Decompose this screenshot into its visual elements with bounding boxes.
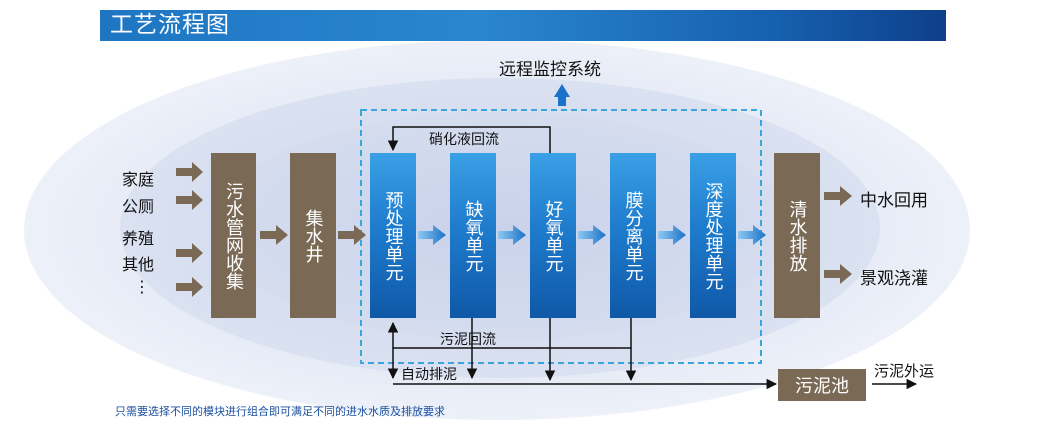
sump-box: 集水井 bbox=[290, 153, 336, 318]
page-title: 工艺流程图 bbox=[110, 12, 230, 38]
pretreat-unit-box: 预处理单元 bbox=[370, 153, 416, 318]
arrow-aerobic-to-membrane bbox=[578, 225, 606, 245]
sludge-pool-box: 污泥池 bbox=[778, 369, 866, 401]
source-arrow-farm bbox=[176, 243, 203, 263]
arrow-collection-to-sump bbox=[260, 225, 288, 245]
advanced-unit-box: 深度处理单元 bbox=[690, 153, 736, 318]
source-arrow-other bbox=[176, 277, 203, 297]
anoxic-label: 缺氧单元 bbox=[462, 199, 484, 272]
sludge-return-line bbox=[387, 318, 632, 349]
arrow-pretreat-to-anoxic bbox=[418, 225, 446, 245]
source-more-ellipsis: ⋮ bbox=[134, 277, 150, 296]
membrane-label: 膜分离单元 bbox=[622, 190, 644, 281]
source-arrow-toilet bbox=[176, 190, 203, 210]
discharge-box: 清水排放 bbox=[774, 153, 820, 318]
remote-monitoring-label: 远程监控系统 bbox=[499, 60, 601, 80]
source-arrow-home bbox=[176, 162, 203, 182]
arrow-to-reuse bbox=[824, 186, 852, 206]
collection-box: 污水管网收集 bbox=[211, 153, 256, 318]
source-other: 其他 bbox=[122, 255, 155, 274]
source-farm: 养殖 bbox=[122, 229, 155, 248]
nitrate-return-line bbox=[387, 126, 551, 153]
arrow-advanced-to-discharge bbox=[738, 225, 766, 245]
title-bar: 工艺流程图 bbox=[100, 10, 946, 41]
aerobic-unit-box: 好氧单元 bbox=[530, 153, 576, 318]
aerobic-label: 好氧单元 bbox=[542, 199, 564, 272]
pretreat-label: 预处理单元 bbox=[382, 190, 404, 281]
advanced-label: 深度处理单元 bbox=[702, 181, 724, 290]
arrow-sump-to-pretreat bbox=[338, 225, 366, 245]
remote-up-arrow bbox=[554, 84, 570, 106]
source-home: 家庭 bbox=[122, 170, 155, 189]
output-reuse: 中水回用 bbox=[860, 191, 928, 211]
sump-label: 集水井 bbox=[302, 208, 324, 263]
arrow-to-irrigation bbox=[824, 264, 852, 284]
membrane-unit-box: 膜分离单元 bbox=[610, 153, 656, 318]
source-toilet: 公厕 bbox=[122, 197, 155, 216]
anoxic-unit-box: 缺氧单元 bbox=[450, 153, 496, 318]
sludge-return-label: 污泥回流 bbox=[440, 332, 496, 348]
auto-discharge-label: 自动排泥 bbox=[401, 367, 457, 383]
output-irrigation: 景观浇灌 bbox=[860, 269, 928, 289]
sludge-pool-label: 污泥池 bbox=[795, 376, 849, 397]
sludge-transport-label: 污泥外运 bbox=[874, 362, 935, 380]
collection-label: 污水管网收集 bbox=[223, 181, 244, 290]
footnote: 只需要选择不同的模块进行组合即可满足不同的进水水质及排放要求 bbox=[115, 405, 445, 418]
nitrate-return-label: 硝化液回流 bbox=[429, 132, 499, 148]
treatment-module-frame bbox=[360, 109, 762, 364]
arrow-anoxic-to-aerobic bbox=[498, 225, 526, 245]
discharge-label: 清水排放 bbox=[786, 199, 808, 272]
arrow-membrane-to-advanced bbox=[658, 225, 686, 245]
